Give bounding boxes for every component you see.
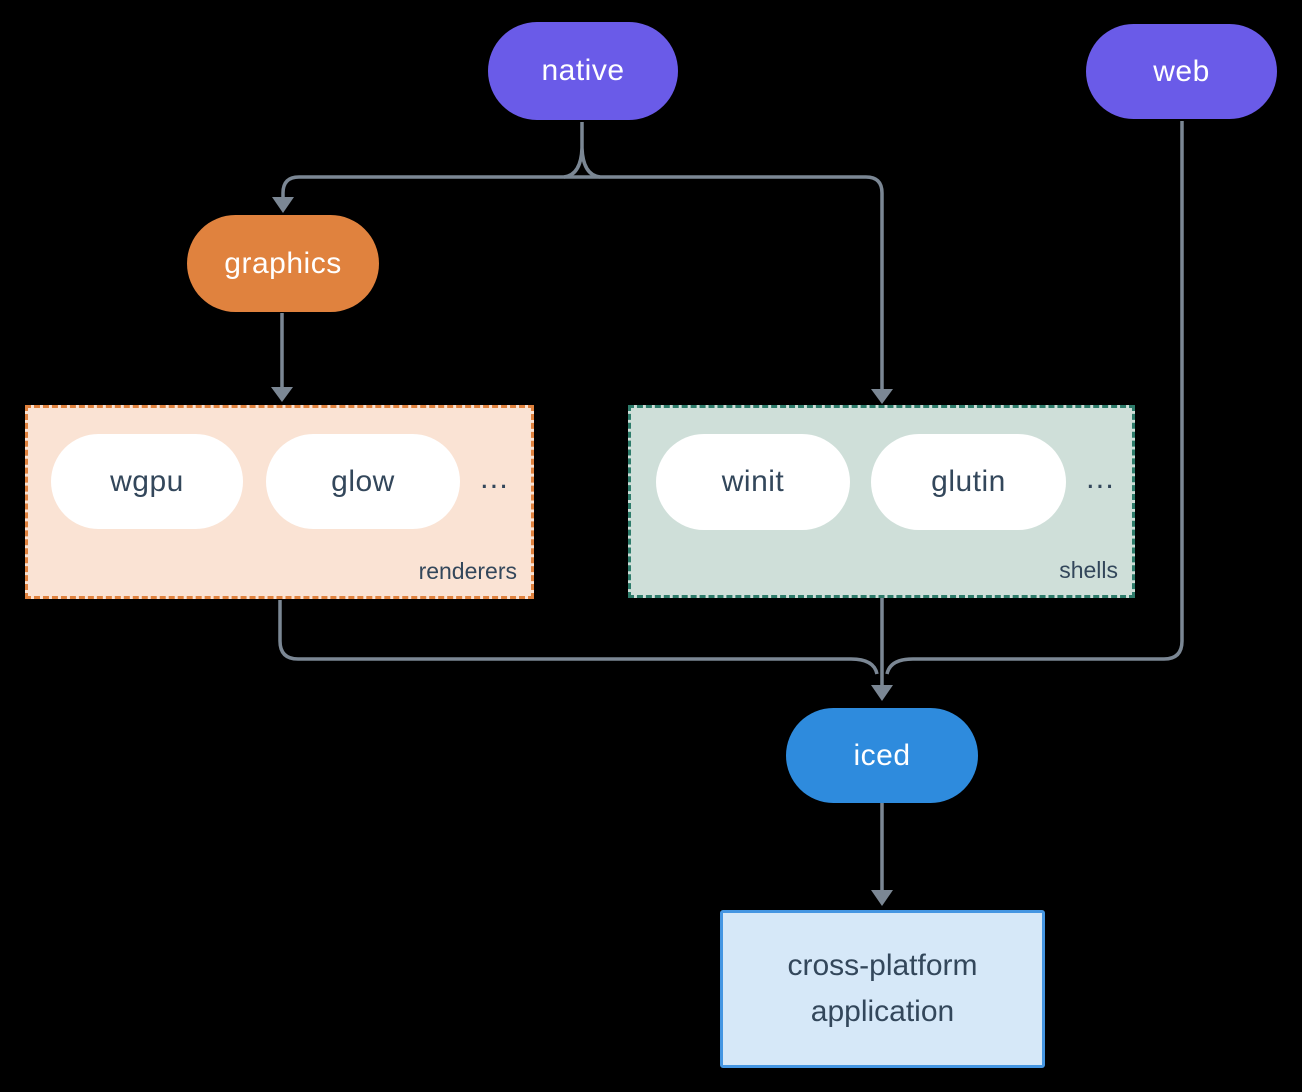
arrow-into-app (871, 890, 893, 906)
node-glow: glow (266, 434, 460, 529)
arrow-into-graphics (272, 197, 294, 213)
shells-group-label: shells (1059, 557, 1118, 583)
group-shells: winit glutin ... shells (628, 405, 1135, 598)
node-glow-label: glow (331, 464, 395, 498)
node-glutin: glutin (871, 434, 1066, 530)
arrow-into-iced (871, 685, 893, 701)
node-cross-platform-application: cross-platform application (720, 910, 1045, 1068)
app-label-line-2: application (810, 995, 955, 1028)
node-graphics: graphics (187, 215, 379, 312)
node-wgpu-label: wgpu (110, 464, 184, 498)
node-glutin-label: glutin (931, 465, 1006, 498)
app-label-line-1: cross-platform (787, 949, 978, 982)
node-web-label: web (1153, 54, 1210, 88)
node-native: native (488, 22, 678, 120)
node-web: web (1086, 24, 1277, 119)
node-graphics-label: graphics (224, 246, 342, 280)
node-wgpu: wgpu (51, 434, 243, 529)
shells-ellipsis: ... (1086, 460, 1115, 495)
node-winit: winit (656, 434, 850, 530)
renderers-ellipsis: ... (480, 460, 509, 495)
node-iced: iced (786, 708, 978, 803)
group-renderers: wgpu glow ... renderers (25, 405, 534, 599)
node-native-label: native (541, 54, 625, 87)
node-iced-label: iced (853, 738, 911, 772)
arrow-into-shells (871, 389, 893, 404)
renderers-group-label: renderers (418, 558, 517, 584)
arrow-into-renderers (271, 387, 293, 402)
node-winit-label: winit (721, 465, 785, 498)
edge-native-stem (563, 122, 601, 179)
edge-renderers-merge (278, 600, 879, 675)
